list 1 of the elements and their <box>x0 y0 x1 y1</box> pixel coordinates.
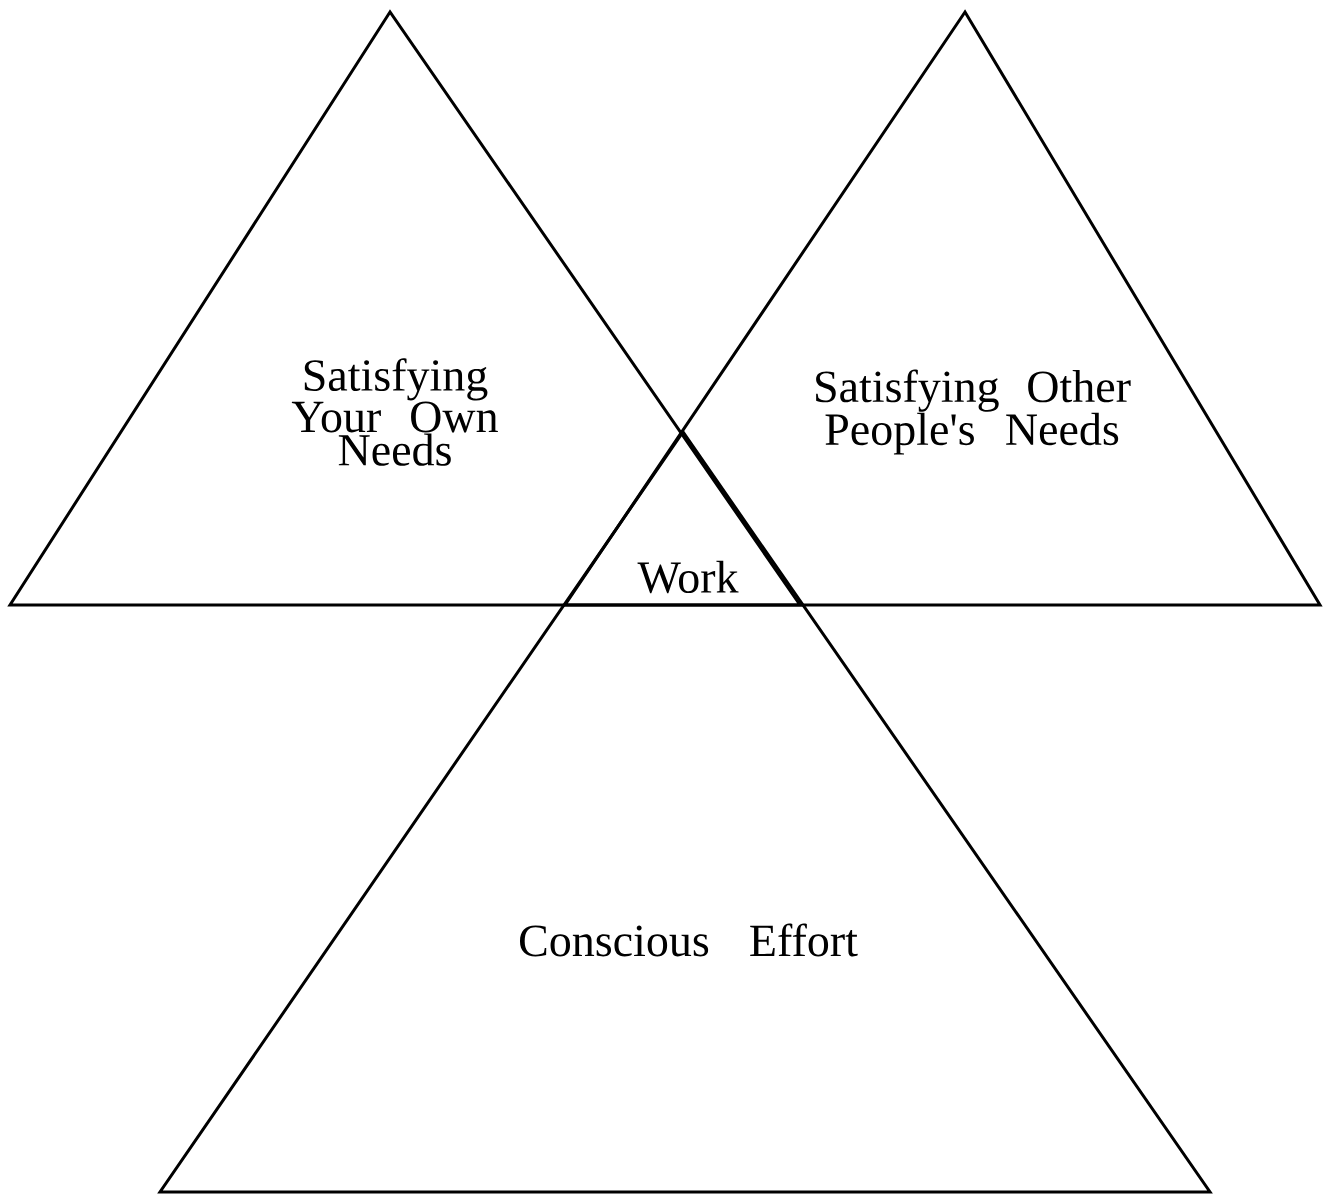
overlap-label: Work <box>637 560 739 594</box>
